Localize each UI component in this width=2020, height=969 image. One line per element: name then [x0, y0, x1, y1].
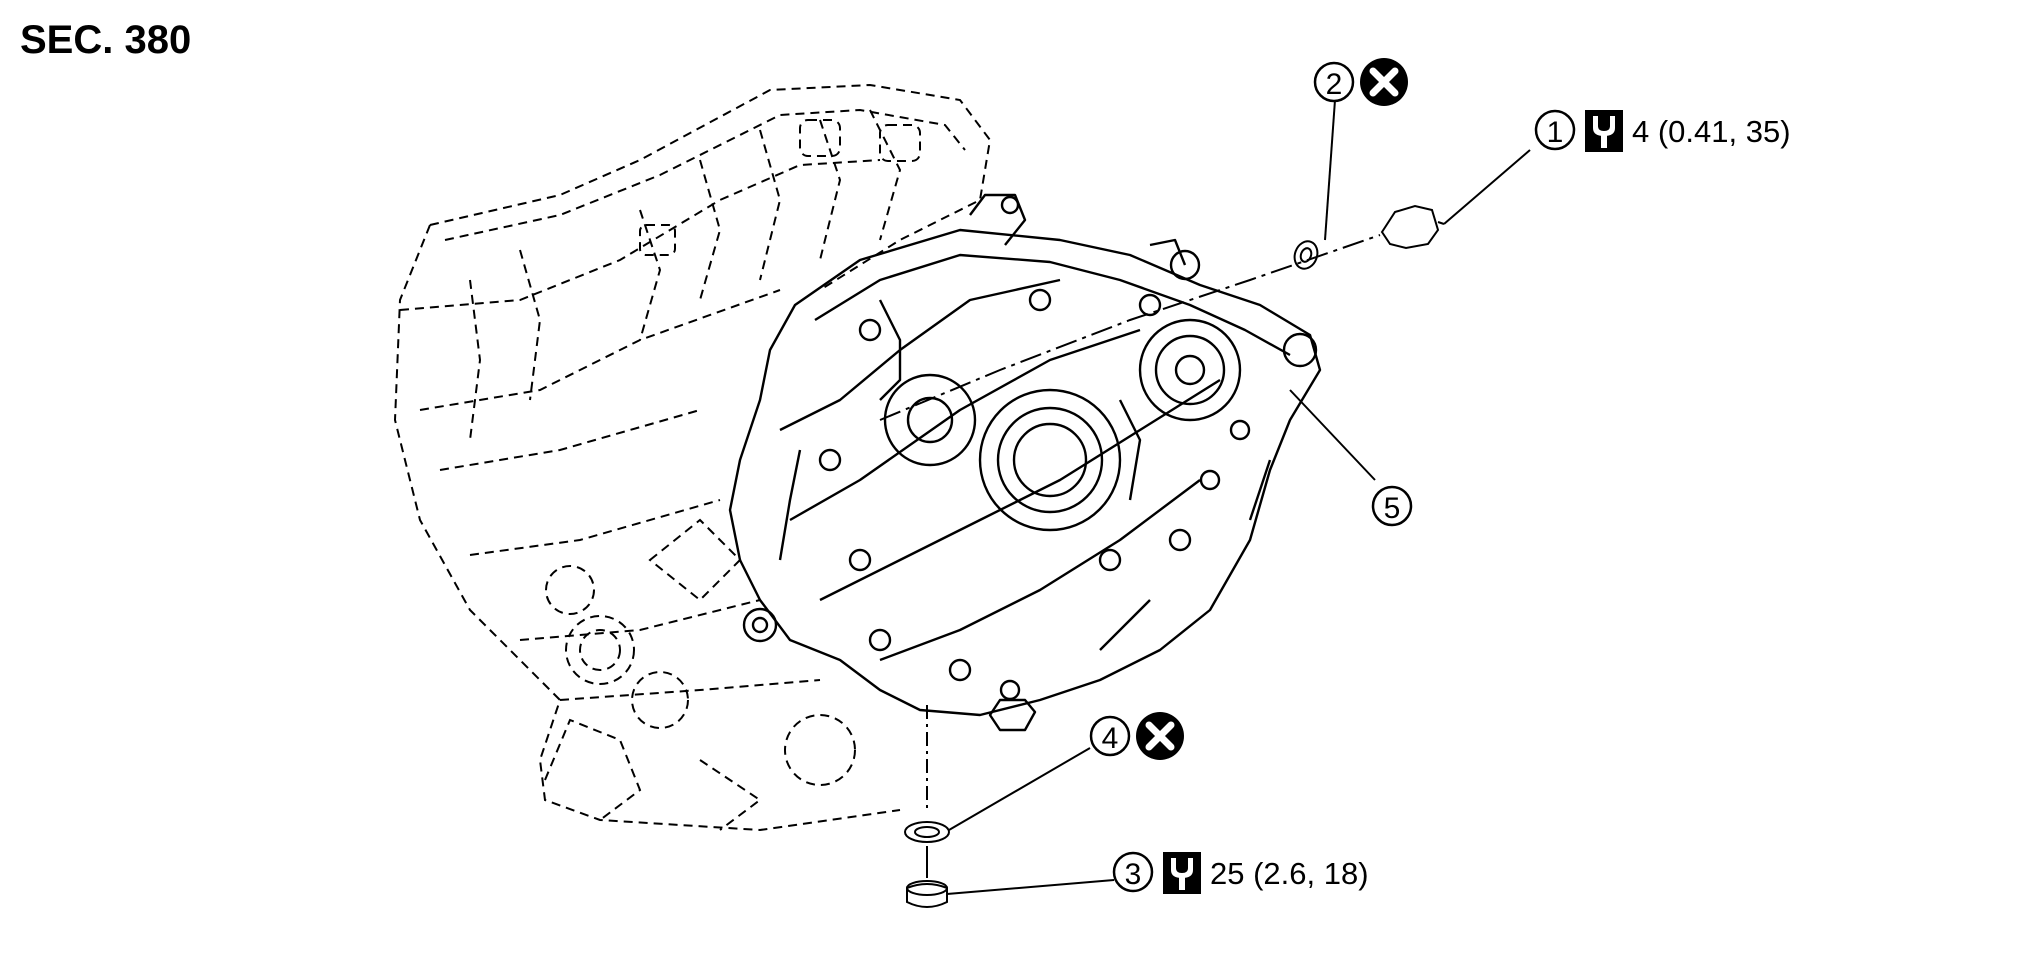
- callout-1: 1: [1534, 109, 1576, 151]
- callout-5: 5: [1371, 485, 1413, 527]
- washer-upper: [1293, 240, 1319, 270]
- engine-phantom-outline: [393, 83, 992, 832]
- torque-wrench-icon: [1585, 110, 1623, 152]
- svg-text:3: 3: [1125, 858, 1142, 891]
- leader-lines: [879, 99, 1531, 908]
- do-not-reuse-icon: [1136, 712, 1184, 760]
- svg-text:5: 5: [1384, 492, 1401, 525]
- svg-text:1: 1: [1547, 116, 1564, 149]
- svg-text:4: 4: [1102, 722, 1119, 755]
- svg-text:2: 2: [1326, 68, 1343, 101]
- torque-spec-1: 4 (0.41, 35): [1632, 114, 1791, 149]
- torque-spec-3: 25 (2.6, 18): [1210, 856, 1369, 891]
- torque-wrench-icon: [1163, 852, 1201, 894]
- drain-plug-lower: [906, 883, 948, 908]
- callout-2: 2: [1313, 61, 1355, 103]
- filler-plug-upper: [1380, 204, 1440, 250]
- transaxle-case: [728, 193, 1322, 732]
- washer-lower: [904, 821, 950, 843]
- callout-3: 3: [1112, 851, 1154, 893]
- section-label: SEC. 380: [20, 18, 192, 62]
- callout-4: 4: [1089, 715, 1131, 757]
- do-not-reuse-icon: [1360, 58, 1408, 106]
